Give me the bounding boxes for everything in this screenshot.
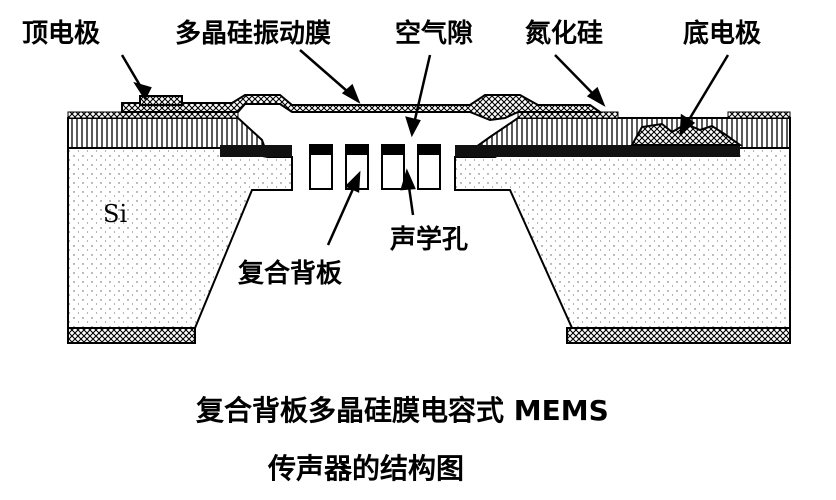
silicon-substrate-left xyxy=(67,147,293,329)
bottom-electrode xyxy=(630,122,744,146)
leader-arrows xyxy=(120,49,730,246)
top-electrode xyxy=(139,95,183,106)
label-top-electrode: 顶电极 xyxy=(22,19,101,49)
dark-layer-left xyxy=(220,145,292,157)
dark-layer-right xyxy=(455,145,740,157)
polysilicon-diaphragm xyxy=(121,94,604,122)
composite-backplate xyxy=(309,144,441,190)
caption-line-2: 传声器的结构图 xyxy=(267,452,464,485)
bottom-layer-right xyxy=(566,327,791,344)
label-air-gap: 空气隙 xyxy=(395,18,473,49)
label-silicon-nitride: 氮化硅 xyxy=(525,19,603,49)
top-strip-right2 xyxy=(727,111,791,119)
label-poly-membrane: 多晶硅振动膜 xyxy=(175,19,331,49)
silicon-substrate-right xyxy=(454,147,791,329)
label-bottom-electrode: 底电极 xyxy=(683,18,762,49)
bottom-layer-left xyxy=(67,327,196,344)
label-backplate: 复合背板 xyxy=(238,258,342,289)
label-acoustic-holes: 声学孔 xyxy=(390,224,468,255)
caption-line-1: 复合背板多晶硅膜电容式 MEMS xyxy=(196,394,609,427)
label-silicon: Si xyxy=(103,200,127,228)
